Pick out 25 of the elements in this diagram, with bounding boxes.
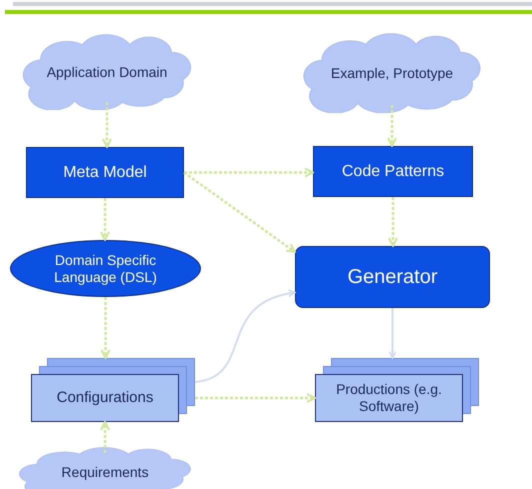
node-label: Domain Specific Language (DSL) [53, 252, 158, 286]
arrow [100, 198, 110, 241]
process-box [295, 246, 490, 308]
node-label: Configurations [56, 389, 154, 407]
arrow [194, 290, 296, 383]
arrow [183, 171, 296, 254]
node-label: Example, Prototype [330, 64, 454, 82]
arrow [100, 297, 110, 359]
arrow [100, 421, 110, 453]
process-box [26, 147, 184, 198]
node-label: Code Patterns [340, 162, 446, 182]
node-label: Requirements [60, 464, 150, 480]
arrow [388, 308, 396, 359]
arrow [388, 197, 398, 247]
node-label: Generator [346, 265, 439, 289]
node-label: Productions (e.g. Software) [335, 381, 443, 415]
arrow [195, 393, 316, 403]
node-label: Meta Model [62, 162, 148, 182]
arrow [102, 102, 112, 148]
arrow [387, 105, 397, 147]
process-box [313, 146, 473, 197]
document-stack [315, 358, 479, 422]
node-label: Application Domain [46, 64, 168, 80]
arrow [184, 168, 314, 178]
document-stack [31, 358, 195, 422]
